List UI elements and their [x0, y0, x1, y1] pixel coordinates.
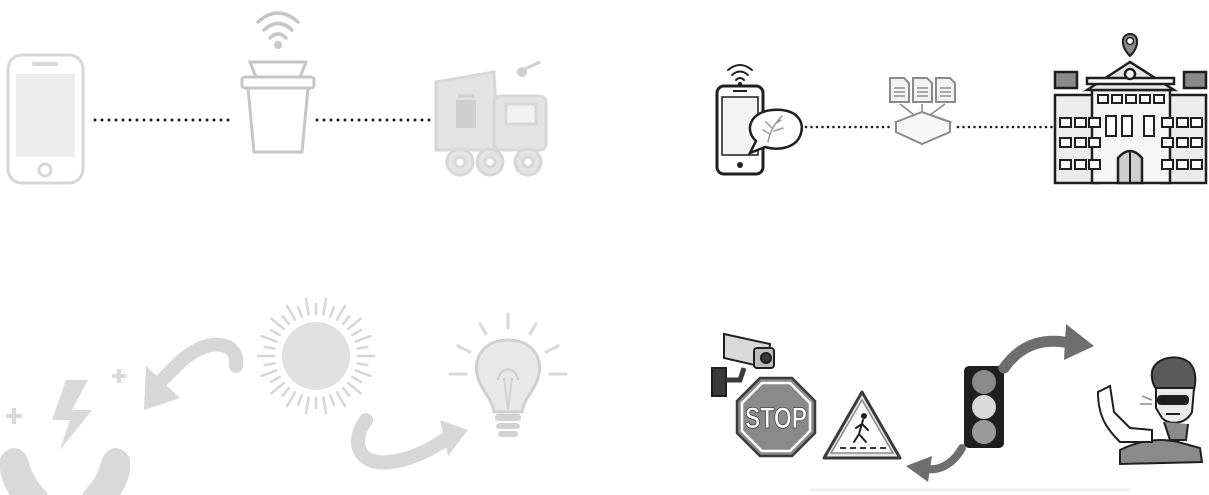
solar-energy-panel — [0, 270, 600, 495]
sun-ray — [271, 330, 280, 335]
sun-ray — [323, 397, 326, 413]
sun-ray — [355, 336, 370, 341]
sun-ray — [323, 299, 326, 315]
sun-ray — [261, 336, 276, 341]
sun-ray — [265, 363, 275, 365]
pedestrian-crossing-sign-icon — [824, 392, 900, 458]
garbage-truck-icon — [436, 62, 546, 175]
curved-arrow-icon — [358, 420, 468, 462]
curved-arrow-icon — [144, 345, 236, 410]
inbox-tray-icon — [896, 112, 950, 144]
sun-ray — [287, 306, 295, 320]
sun-ray — [298, 395, 301, 404]
sun-ray — [357, 363, 367, 365]
trash-bin-icon — [242, 62, 314, 152]
sun-icon — [258, 299, 374, 413]
sun-ray — [271, 377, 280, 382]
smart-traffic-panel: STOP — [700, 300, 1209, 495]
sun-ray — [261, 370, 276, 375]
sun-ray — [352, 377, 361, 382]
stop-sign-icon: STOP — [737, 378, 815, 456]
smartphone-icon — [8, 55, 83, 183]
sun-ray — [265, 347, 275, 349]
sun-ray — [343, 316, 349, 324]
sun-ray — [306, 397, 309, 413]
sun-ray — [283, 316, 289, 324]
government-building-icon — [1055, 62, 1206, 183]
stop-sign-label: STOP — [745, 402, 807, 435]
sun-ray — [357, 347, 367, 349]
lightbulb-icon — [450, 314, 566, 437]
chat-bubble-icon — [750, 110, 802, 153]
wifi-icon — [728, 65, 752, 86]
sun-ray — [352, 330, 361, 335]
sun-ray — [272, 319, 284, 329]
sun-ray — [330, 395, 333, 404]
curved-arrow-icon — [906, 448, 962, 482]
hands-energy-icon — [0, 369, 130, 495]
sun-ray — [298, 307, 301, 316]
sun-ray — [348, 383, 360, 393]
sun-ray — [306, 299, 309, 315]
sun-ray — [330, 307, 333, 316]
traffic-police-icon — [1098, 357, 1202, 464]
sun-ray — [287, 392, 295, 406]
curved-arrow-icon — [1004, 324, 1094, 368]
sun-ray — [337, 392, 345, 406]
sun-ray — [272, 383, 284, 393]
traffic-light-icon — [964, 366, 1004, 448]
sun-ray — [355, 370, 370, 375]
smart-waste-panel — [0, 0, 600, 200]
location-pin-icon — [1123, 34, 1137, 56]
citizen-reporting-panel — [600, 0, 1209, 200]
sun-ray — [337, 306, 345, 320]
sun-ray — [348, 319, 360, 329]
sun-ray — [343, 388, 349, 396]
wifi-icon — [258, 13, 298, 49]
sun-ray — [283, 388, 289, 396]
